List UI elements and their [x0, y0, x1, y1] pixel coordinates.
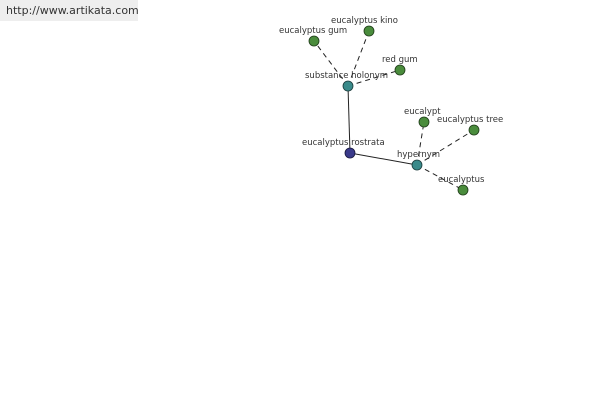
- node-eucalyptus-kino[interactable]: [363, 25, 375, 37]
- node-hypernym[interactable]: [411, 159, 423, 171]
- edge-root-substance-holonym: [347, 85, 351, 154]
- edges-layer: [313, 30, 475, 191]
- edge-root-hypernym: [349, 152, 418, 166]
- edge-holonym-eucalyptus-gum: [313, 40, 349, 87]
- node-red-gum[interactable]: [394, 64, 406, 76]
- label-eucalyptus: eucalyptus: [438, 175, 485, 185]
- node-eucalyptus-rostrata[interactable]: [344, 147, 356, 159]
- label-eucalyptus-tree: eucalyptus tree: [437, 115, 503, 125]
- label-eucalyptus-gum: eucalyptus gum: [279, 26, 347, 36]
- node-eucalyptus[interactable]: [457, 184, 469, 196]
- label-hypernym: hypernym: [397, 150, 440, 160]
- node-eucalyptus-gum[interactable]: [308, 35, 320, 47]
- node-eucalyptus-tree[interactable]: [468, 124, 480, 136]
- label-red-gum: red gum: [382, 55, 418, 65]
- label-eucalypt: eucalypt: [404, 107, 441, 117]
- edge-holonym-red-gum: [347, 69, 401, 87]
- label-substance-holonym: substance holonym: [305, 71, 388, 81]
- node-eucalypt[interactable]: [418, 116, 430, 128]
- nodes-layer: substance holonym eucalyptus gum eucalyp…: [279, 16, 503, 196]
- label-eucalyptus-rostrata: eucalyptus rostrata: [302, 138, 385, 148]
- edge-hypernym-eucalypt: [416, 121, 425, 166]
- label-eucalyptus-kino: eucalyptus kino: [331, 16, 398, 26]
- source-url[interactable]: http://www.artikata.com: [0, 0, 139, 21]
- edge-holonym-eucalyptus-kino: [347, 30, 370, 87]
- edge-hypernym-eucalyptus-tree: [416, 129, 475, 166]
- node-substance-holonym[interactable]: [342, 80, 354, 92]
